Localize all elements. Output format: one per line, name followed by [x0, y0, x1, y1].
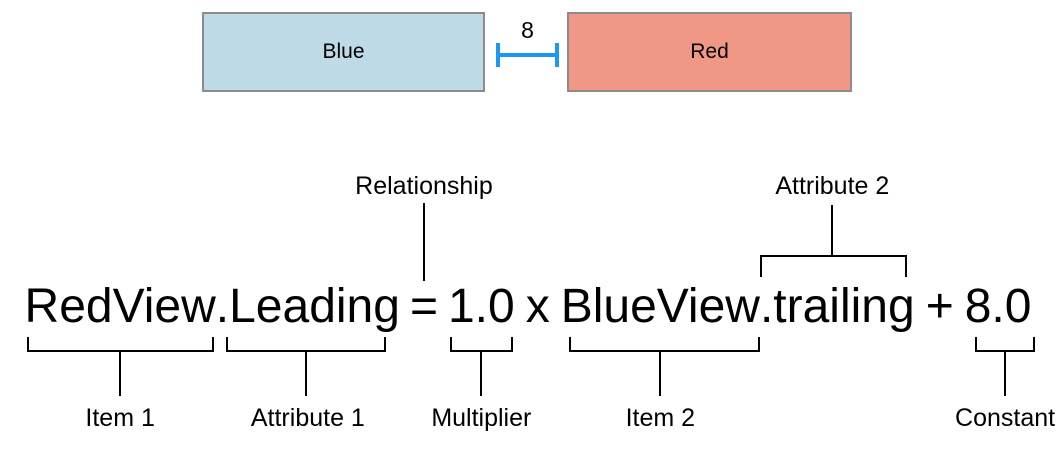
item2-text: BlueView — [560, 280, 760, 333]
multiplier-label: Multiplier — [431, 404, 532, 432]
multiply-operator-text: x — [525, 280, 550, 333]
blue-view-label: Blue — [322, 40, 365, 63]
relationship-label: Relationship — [355, 172, 493, 200]
item1-text: RedView — [24, 280, 216, 333]
attribute1-label: Attribute 1 — [250, 404, 365, 432]
equation-segment-attribute1: .Leading Attribute 1 — [215, 280, 400, 433]
constant-stem-line — [1004, 352, 1007, 396]
spacing-value-label: 8 — [521, 17, 534, 43]
attribute2-bracket — [759, 255, 907, 277]
constant-label: Constant — [955, 404, 1056, 432]
spacing-connector-right-cap — [555, 43, 559, 67]
equation-segment-plus-operator: + — [926, 283, 954, 331]
attribute2-stem-line — [831, 205, 834, 255]
red-view-box: Red — [567, 12, 852, 92]
attribute2-label: Attribute 2 — [775, 172, 890, 200]
spacing-connector-left-cap — [496, 43, 500, 67]
spacing-connector-line — [496, 53, 559, 57]
item1-stem-line — [119, 352, 122, 396]
equation-segment-item2: BlueView Item 2 — [560, 280, 760, 432]
constraint-equation: RedView Item 1 .Leading Attribute 1 = Re… — [0, 172, 1056, 433]
item1-label: Item 1 — [85, 404, 155, 432]
multiplier-bracket — [449, 337, 513, 352]
multiplier-stem-line — [480, 352, 483, 396]
attribute1-stem-line — [304, 352, 307, 396]
relationship-text: = — [409, 280, 438, 333]
equation-segment-multiplier: 1.0 Multiplier — [431, 280, 531, 433]
attribute2-text: .trailing — [759, 280, 915, 333]
equation-segment-item1: RedView Item 1 — [24, 280, 216, 433]
attribute1-text: .Leading — [215, 280, 400, 333]
equation-segment-constant: 8.0 Constant — [955, 280, 1055, 433]
constant-text: 8.0 — [964, 280, 1032, 333]
item2-label: Item 2 — [625, 404, 696, 432]
relationship-pointer-line — [422, 203, 425, 281]
constant-bracket — [974, 337, 1036, 352]
equation-segment-relationship: = Relationship — [355, 172, 493, 333]
item2-stem-line — [659, 352, 662, 396]
equation-segment-multiply-operator: x — [526, 283, 550, 331]
plus-operator-text: + — [925, 280, 954, 333]
equation-segment-attribute2: .trailing Attribute 2 — [759, 172, 915, 333]
multiplier-text: 1.0 — [447, 280, 515, 333]
blue-view-box: Blue — [202, 12, 485, 92]
attribute1-bracket — [225, 337, 386, 352]
item1-bracket — [26, 337, 214, 352]
item2-bracket — [568, 337, 760, 352]
red-view-label: Red — [690, 40, 729, 63]
